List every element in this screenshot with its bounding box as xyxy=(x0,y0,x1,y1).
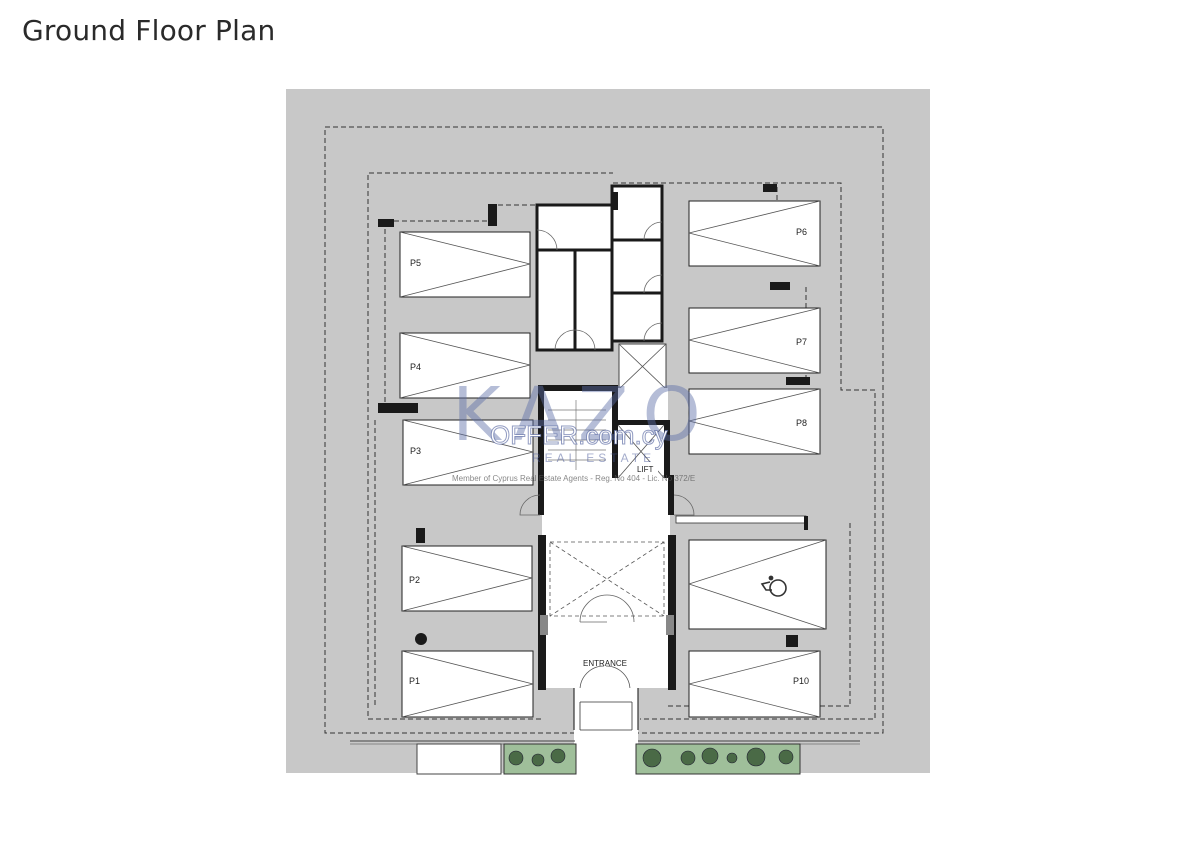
entrance-label: ENTRANCE xyxy=(583,659,627,668)
parking-space-p10: P10 xyxy=(688,650,821,718)
entrance-lobby: ENTRANCE xyxy=(519,475,808,691)
parking-space-p4: P4 xyxy=(399,332,531,399)
watermark-membership: Member of Cyprus Real Estate Agents - Re… xyxy=(452,474,695,483)
parking-space-p7: P7 xyxy=(688,307,821,374)
page-title: Ground Floor Plan xyxy=(22,14,276,47)
structural-columns xyxy=(378,184,810,647)
lift-label: LIFT xyxy=(637,465,654,474)
parking-label-p6: P6 xyxy=(796,227,807,237)
parking-label-p5: P5 xyxy=(410,258,421,268)
storage-rooms xyxy=(535,184,664,352)
parking-label-p3: P3 xyxy=(410,446,421,456)
parking-space-p1: P1 xyxy=(401,650,534,718)
stair-lift-core: LIFT xyxy=(538,385,670,480)
parking-label-p4: P4 xyxy=(410,362,421,372)
parking-space-p6: P6 xyxy=(688,200,821,267)
parking-space-accessible xyxy=(688,539,827,630)
wheelchair-icon xyxy=(760,575,787,597)
parking-space-p8: P8 xyxy=(688,388,821,455)
watermark: KAZO OFFER.com.cy REAL ESTATE Member of … xyxy=(452,372,715,483)
parking-label-p1: P1 xyxy=(409,676,420,686)
entrance-walkway xyxy=(573,688,639,774)
parking-label-p10: P10 xyxy=(793,676,809,686)
parking-space-p2: P2 xyxy=(401,545,533,612)
planter-right xyxy=(635,743,801,775)
planter-left xyxy=(503,743,577,775)
parking-label-p7: P7 xyxy=(796,337,807,347)
parking-space-p3: P3 xyxy=(402,419,534,486)
parking-space-p5: P5 xyxy=(399,231,531,298)
parking-label-p2: P2 xyxy=(409,575,420,585)
watermark-site: OFFER.com.cy xyxy=(490,420,668,450)
watermark-tagline: REAL ESTATE xyxy=(532,451,655,465)
parking-label-p8: P8 xyxy=(796,418,807,428)
watermark-brand: KAZO xyxy=(452,372,715,458)
service-shaft xyxy=(618,343,667,390)
